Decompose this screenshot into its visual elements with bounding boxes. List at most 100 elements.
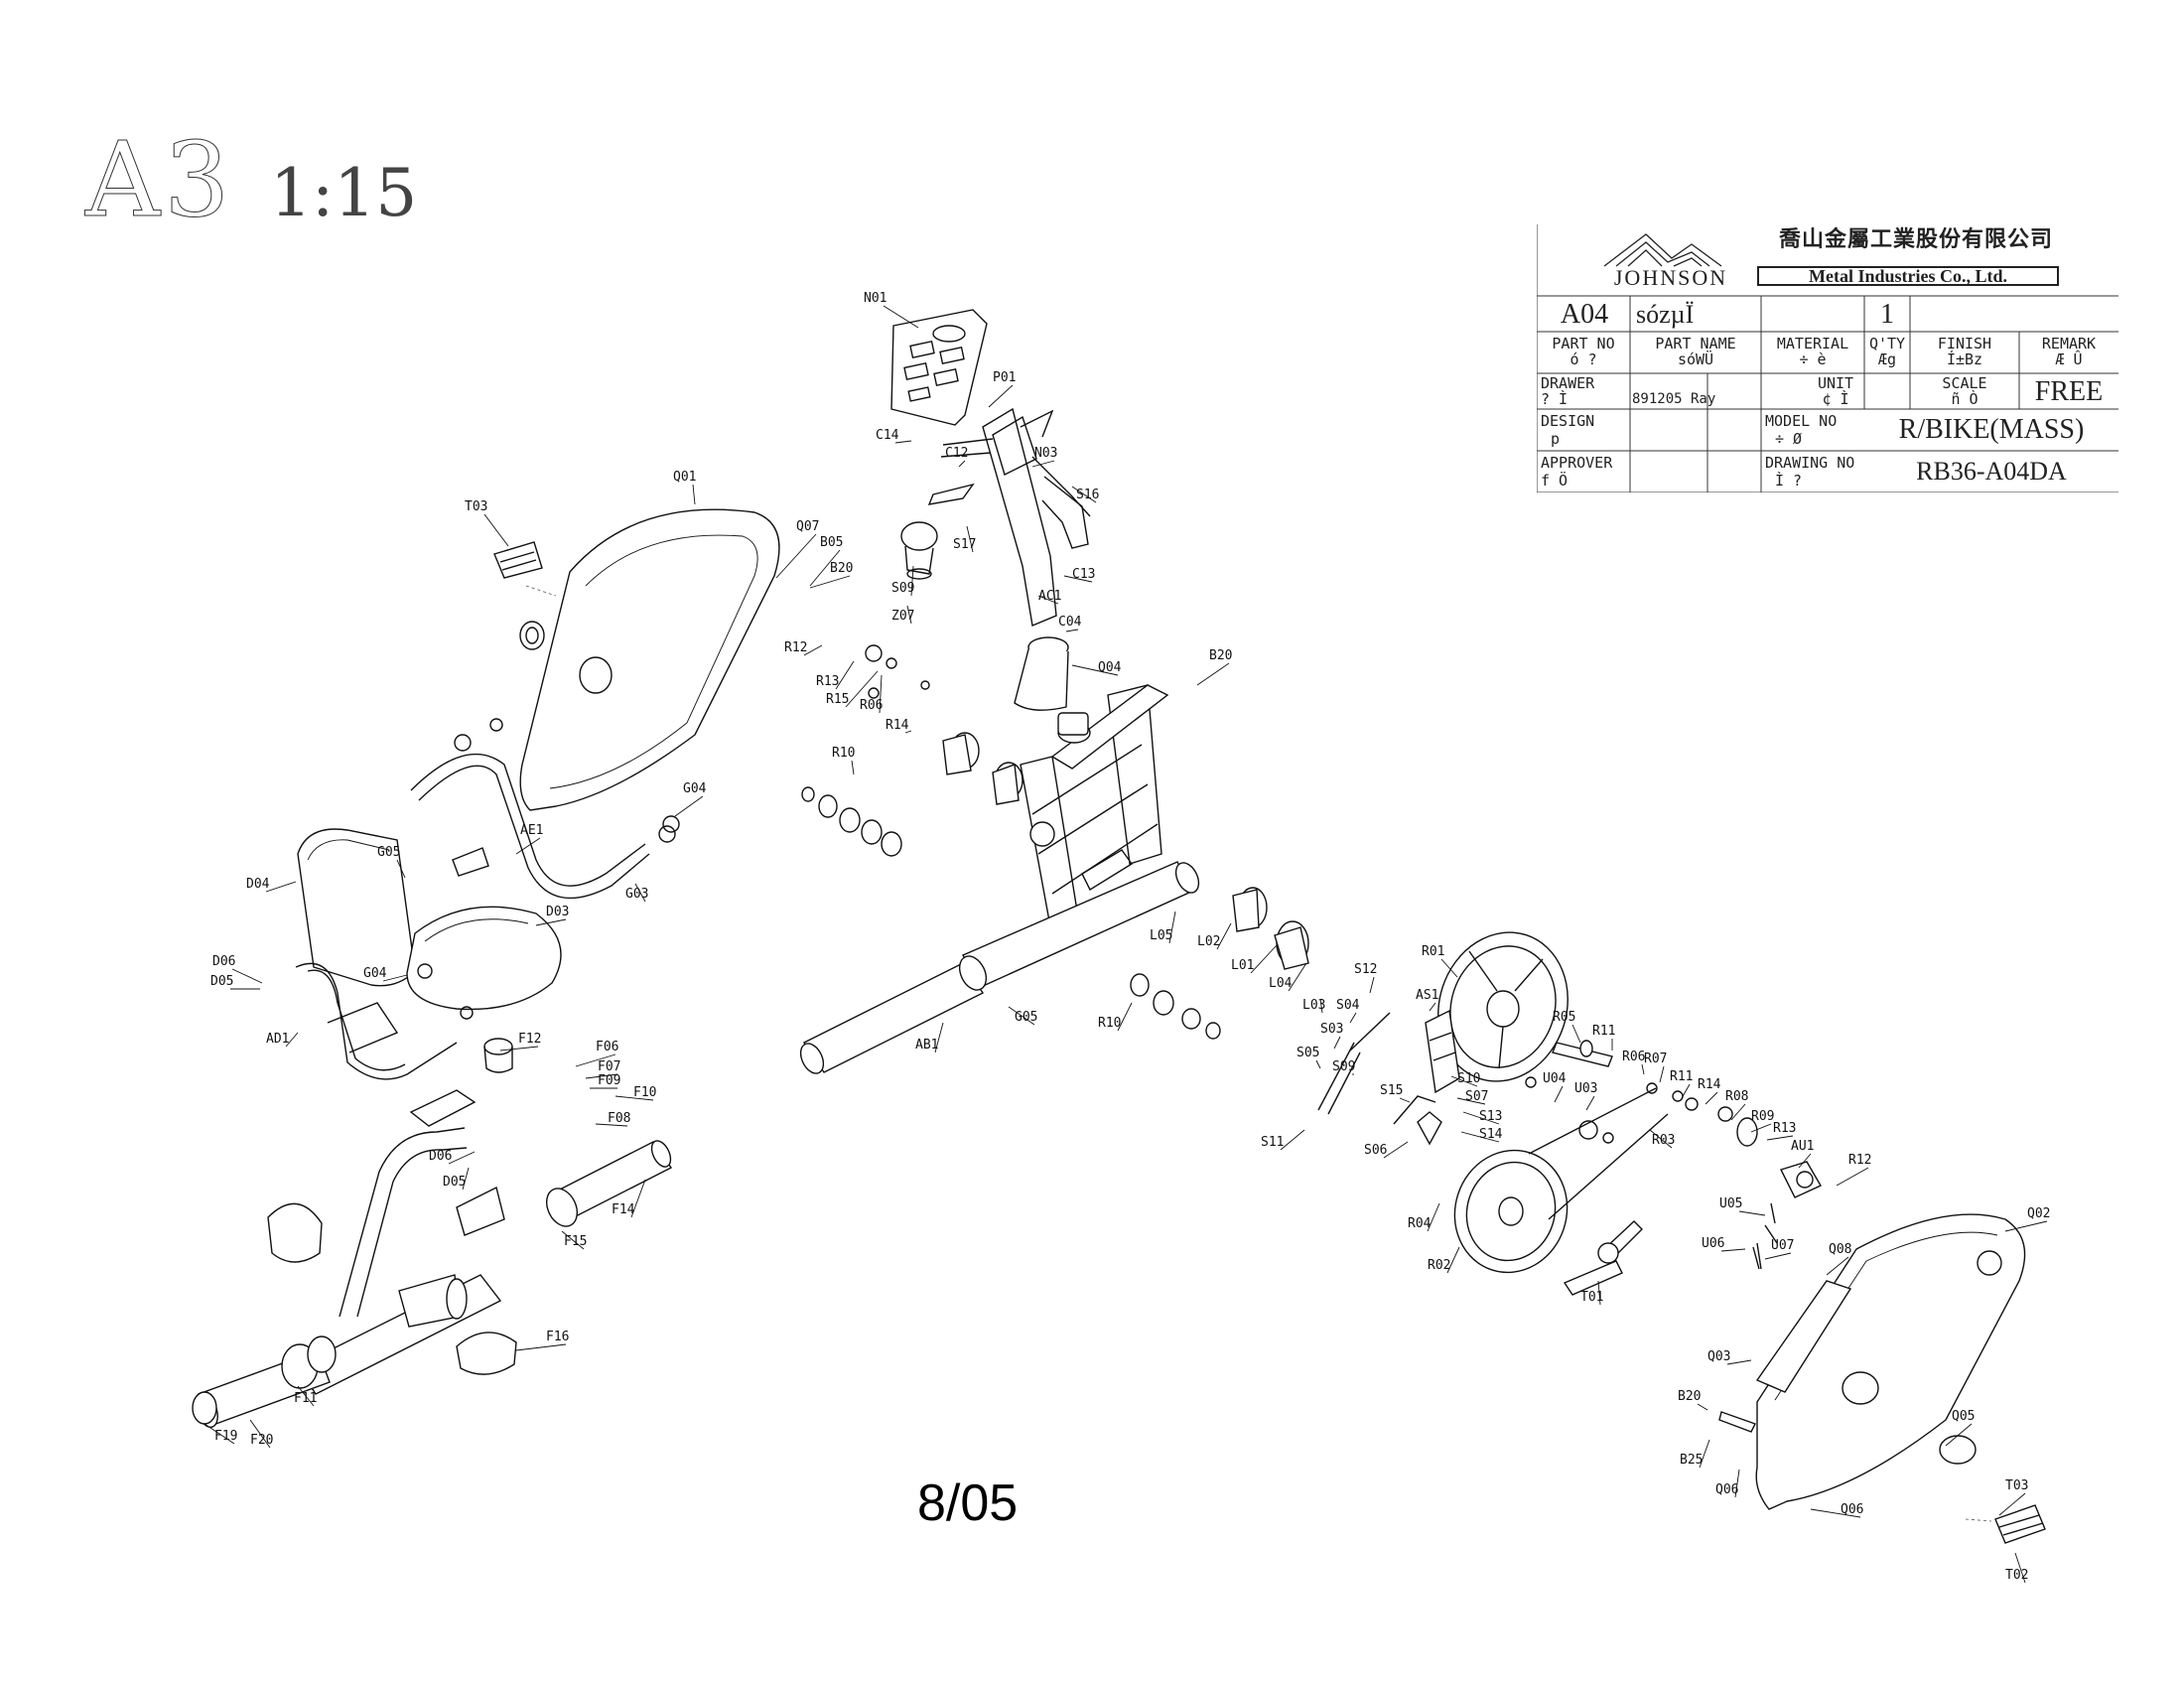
callout-leader-q04 bbox=[1071, 664, 1119, 676]
scale-sub: ñ Ò bbox=[1951, 390, 1979, 408]
idler-arm-part bbox=[1756, 1161, 1822, 1270]
callout-leader-q07 bbox=[775, 533, 817, 579]
callout-leader-f16 bbox=[515, 1343, 567, 1351]
callout-leader-s03 bbox=[1333, 1036, 1341, 1050]
callout-leader-ae1 bbox=[515, 837, 541, 855]
callout-leader-s04 bbox=[1349, 1012, 1357, 1024]
callout-leader-r10 bbox=[1117, 1002, 1133, 1032]
callout-as1: AS1 bbox=[1416, 988, 1438, 1003]
callout-leader-z07 bbox=[906, 605, 912, 625]
callout-leader-d03 bbox=[535, 918, 567, 926]
callout-leader-r04 bbox=[1427, 1202, 1440, 1232]
callout-leader-q02 bbox=[2004, 1220, 2048, 1232]
callout-n03: N03 bbox=[1034, 446, 1057, 461]
callout-leader-d04 bbox=[265, 881, 297, 893]
part-no-value: A04 bbox=[1560, 299, 1609, 330]
title-block: JOHNSON 喬山金屬工業股份有限公司 Metal Industries Co… bbox=[1537, 224, 2118, 492]
callout-f09: F09 bbox=[598, 1073, 620, 1088]
callout-s14: S14 bbox=[1479, 1127, 1503, 1142]
callout-leader-ab1 bbox=[934, 1022, 944, 1053]
logo-text: JOHNSON bbox=[1613, 265, 1728, 290]
callout-u07: U07 bbox=[1771, 1238, 1794, 1253]
callout-leader-r14 bbox=[1705, 1091, 1718, 1105]
callout-f11: F11 bbox=[294, 1391, 317, 1406]
col-header-qty: Q'TY bbox=[1868, 335, 1906, 352]
callout-r15: R15 bbox=[826, 692, 849, 707]
drawing-sub: Ì ? bbox=[1775, 472, 1803, 490]
right-pedal-part bbox=[1965, 1504, 2046, 1544]
crank-part bbox=[1563, 1220, 1643, 1296]
callout-r06: R06 bbox=[860, 698, 883, 713]
callout-s04: S04 bbox=[1336, 998, 1360, 1013]
callout-leader-au1 bbox=[1798, 1153, 1812, 1169]
hardware-part bbox=[417, 644, 1778, 1433]
model-value: R/BIKE(MASS) bbox=[1898, 414, 2085, 445]
callout-leader-d06 bbox=[448, 1151, 476, 1165]
callout-leader-c12 bbox=[958, 460, 966, 468]
seat-rail-frame-part bbox=[192, 1089, 517, 1428]
callout-leader-r14 bbox=[904, 730, 912, 734]
callout-leader-u05 bbox=[1738, 1210, 1766, 1216]
callout-f16: F16 bbox=[546, 1330, 569, 1344]
col-sub-remark: Æ Û bbox=[2055, 351, 2083, 368]
callout-r05: R05 bbox=[1553, 1010, 1575, 1025]
bearings-part bbox=[801, 786, 1221, 1040]
drawing-label: DRAWING NO bbox=[1765, 454, 1855, 472]
callout-leader-r01 bbox=[1440, 958, 1458, 978]
backrest-part bbox=[297, 828, 416, 987]
callout-r14: R14 bbox=[1698, 1077, 1721, 1092]
callout-d06: D06 bbox=[212, 954, 235, 969]
callout-f07: F07 bbox=[598, 1059, 620, 1074]
drawing-value: RB36-A04DA bbox=[1916, 457, 2067, 486]
callout-b20: B20 bbox=[1209, 648, 1232, 663]
seat-tube-part bbox=[545, 1140, 673, 1227]
console-part bbox=[890, 309, 988, 426]
callout-q06: Q06 bbox=[1715, 1482, 1738, 1497]
callout-c13: C13 bbox=[1072, 567, 1095, 582]
callout-leader-s17 bbox=[966, 525, 974, 553]
approver-label: APPROVER bbox=[1541, 454, 1613, 472]
callout-leader-l02 bbox=[1216, 922, 1232, 950]
callout-d05: D05 bbox=[210, 974, 233, 989]
callout-leader-s11 bbox=[1280, 1129, 1305, 1151]
callout-leader-b25 bbox=[1699, 1439, 1710, 1469]
model-label: MODEL NO bbox=[1765, 412, 1838, 430]
drawer-value: 891205 Ray bbox=[1632, 391, 1716, 407]
callout-leader-l03 bbox=[1319, 998, 1323, 1014]
callout-leader-r09 bbox=[1750, 1123, 1772, 1133]
callout-leader-r12 bbox=[1836, 1167, 1869, 1187]
col-sub-part-name: sóWÜ bbox=[1677, 351, 1714, 368]
callout-leader-q03 bbox=[1726, 1359, 1752, 1365]
callout-r10: R10 bbox=[1098, 1016, 1121, 1031]
callout-leader-r12 bbox=[803, 644, 823, 656]
tension-knob-part bbox=[900, 521, 938, 580]
callout-s10: S10 bbox=[1457, 1071, 1480, 1086]
callout-leader-r05 bbox=[1571, 1024, 1581, 1044]
callout-leader-c13 bbox=[1063, 575, 1093, 583]
callout-r01: R01 bbox=[1422, 944, 1444, 959]
callout-leader-s10 bbox=[1450, 1075, 1478, 1087]
callout-leader-f08 bbox=[595, 1123, 628, 1127]
callout-leader-s09 bbox=[910, 565, 914, 597]
callout-t01: T01 bbox=[1580, 1290, 1603, 1305]
seat-part bbox=[406, 906, 562, 1011]
callout-leader-r10 bbox=[851, 760, 855, 775]
callout-l01: L01 bbox=[1231, 958, 1254, 973]
callout-leader-b20 bbox=[1196, 662, 1230, 686]
callout-q02: Q02 bbox=[2027, 1206, 2050, 1221]
callout-q06: Q06 bbox=[1841, 1502, 1863, 1517]
callout-leader-r11 bbox=[1681, 1083, 1691, 1099]
callout-g03: G03 bbox=[625, 887, 648, 902]
scale-value: FREE bbox=[2034, 376, 2104, 407]
pulley-part bbox=[1453, 1087, 1669, 1274]
callout-f12: F12 bbox=[518, 1032, 541, 1047]
callout-f14: F14 bbox=[612, 1202, 635, 1217]
callout-leader-t03 bbox=[1998, 1492, 2026, 1516]
callout-leader-u06 bbox=[1720, 1248, 1746, 1252]
col-sub-material: ÷ è bbox=[1799, 351, 1827, 368]
callout-p01: P01 bbox=[993, 370, 1016, 385]
left-shroud-part bbox=[519, 508, 780, 811]
callout-f19: F19 bbox=[214, 1429, 237, 1444]
